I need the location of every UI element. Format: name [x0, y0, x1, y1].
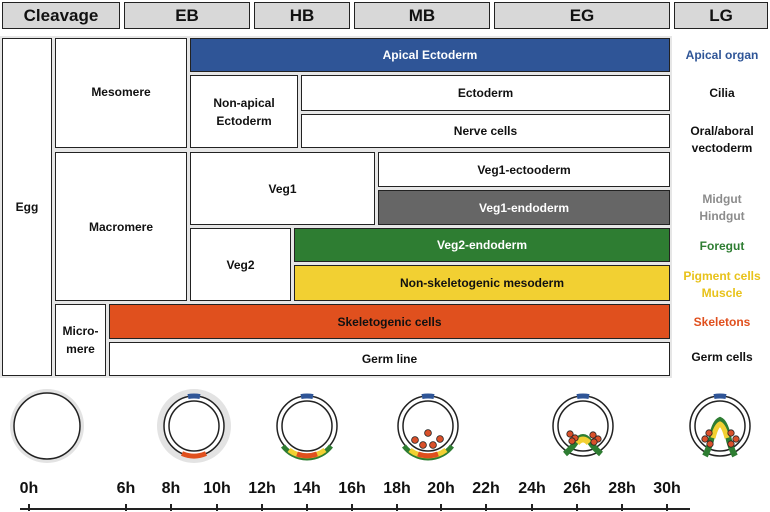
timeline-label-18h: 18h — [383, 480, 411, 497]
embryo-drawings — [10, 389, 751, 463]
fate-hindgut: Hindgut — [699, 209, 745, 224]
timeline-tick — [306, 504, 308, 511]
fate-apical-organ: Apical organ — [685, 48, 759, 62]
embryo-early-blastula — [157, 389, 231, 463]
stage-eb: EB — [124, 2, 250, 29]
timeline-label-24h: 24h — [518, 480, 546, 497]
timeline-tick — [440, 504, 442, 511]
timeline-tick — [351, 504, 353, 511]
timeline-tick — [485, 504, 487, 511]
fate-midgut: Midgut — [702, 192, 742, 206]
veg1-cell: Veg1 — [190, 152, 375, 225]
micromere-cell: Micro- mere — [55, 304, 106, 376]
timeline-tick — [28, 504, 30, 511]
germ-line-cell: Germ line — [109, 342, 670, 376]
embryo-late-gastrula — [689, 393, 751, 458]
veg1-endoderm-cell: Veg1-endoderm — [378, 190, 670, 225]
fate-skeletons: Skeletons — [693, 315, 751, 329]
timeline-label-26h: 26h — [563, 480, 591, 497]
stage-cleavage: Cleavage — [2, 2, 120, 29]
timeline-label-22h: 22h — [472, 480, 500, 497]
veg2-cell: Veg2 — [190, 228, 291, 301]
embryo-early-gastrula — [552, 393, 614, 457]
fate-midgut-hindgut: Midgut Hindgut — [674, 191, 770, 226]
timeline-tick — [576, 504, 578, 511]
timeline-label-28h: 28h — [608, 480, 636, 497]
nonapical-label-line1: Non-apical — [213, 95, 275, 110]
fate-pigment-muscle: Pigment cells Muscle — [674, 268, 770, 303]
timeline-tick — [216, 504, 218, 511]
timeline-label-16h: 16h — [338, 480, 366, 497]
embryo-egg — [10, 389, 84, 463]
fate-oral-aboral-line1: Oral/aboral — [690, 124, 754, 138]
stage-hb: HB — [254, 2, 350, 29]
stage-lg: LG — [674, 2, 768, 29]
embryo-hatched-blastula — [276, 393, 338, 461]
veg2-endoderm-cell: Veg2-endoderm — [294, 228, 670, 262]
timeline-label-10h: 10h — [203, 480, 231, 497]
stage-eg: EG — [494, 2, 670, 29]
veg1-ectoderm-cell: Veg1-ectooderm — [378, 152, 670, 187]
macromere-cell: Macromere — [55, 152, 187, 301]
nerve-cells-cell: Nerve cells — [301, 114, 670, 148]
egg-cell: Egg — [2, 38, 52, 376]
fate-muscle: Muscle — [701, 286, 743, 301]
mesomere-cell: Mesomere — [55, 38, 187, 148]
fate-germ-cells: Germ cells — [691, 350, 753, 364]
nonapical-ectoderm-cell: Non-apical Ectoderm — [190, 75, 298, 148]
timeline-label-12h: 12h — [248, 480, 276, 497]
timeline-tick — [666, 504, 668, 511]
nonapical-label-line2: Ectoderm — [216, 113, 272, 128]
timeline-label-14h: 14h — [293, 480, 321, 497]
micromere-label-line2: mere — [66, 342, 95, 356]
timeline-label-0h: 0h — [19, 480, 39, 497]
nonskeletogenic-mesoderm-cell: Non-skeletogenic mesoderm — [294, 265, 670, 301]
timeline-label-8h: 8h — [161, 480, 181, 497]
fate-cilia: Cilia — [709, 86, 735, 100]
timeline-tick — [621, 504, 623, 511]
timeline-label-30h: 30h — [653, 480, 681, 497]
apical-ectoderm-cell: Apical Ectoderm — [190, 38, 670, 72]
ectoderm-cell: Ectoderm — [301, 75, 670, 111]
fate-pigment-cells: Pigment cells — [683, 269, 761, 283]
fate-foregut: Foregut — [699, 239, 745, 253]
timeline-tick — [396, 504, 398, 511]
fate-oral-aboral: Oral/aboral vectoderm — [674, 123, 770, 158]
timeline-label-6h: 6h — [116, 480, 136, 497]
timeline-tick — [261, 504, 263, 511]
timeline-tick — [125, 504, 127, 511]
embryo-mesenchyme-blastula — [397, 393, 459, 461]
timeline-axis — [20, 508, 690, 510]
skeletogenic-cells-cell: Skeletogenic cells — [109, 304, 670, 339]
stage-mb: MB — [354, 2, 490, 29]
fate-oral-aboral-line2: vectoderm — [691, 141, 753, 156]
micromere-label-line1: Micro- — [62, 324, 99, 338]
timeline-label-20h: 20h — [427, 480, 455, 497]
timeline-tick — [170, 504, 172, 511]
timeline-tick — [531, 504, 533, 511]
